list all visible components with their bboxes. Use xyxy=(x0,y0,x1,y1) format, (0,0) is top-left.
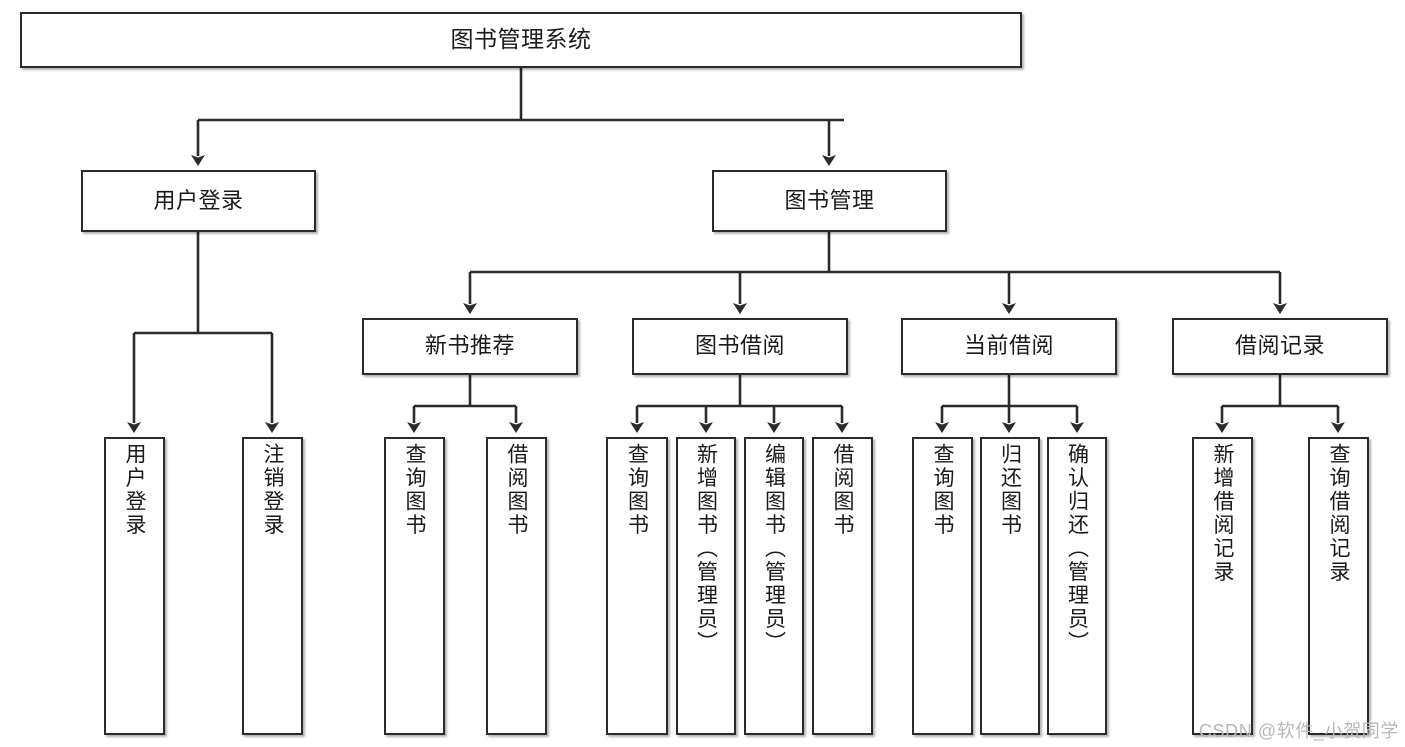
node-label: 编辑图书（管理员） xyxy=(762,443,786,655)
node-root-system[interactable]: 图书管理系统 xyxy=(20,12,1022,68)
leaf-new-book-borrow-book[interactable]: 借阅图书 xyxy=(486,437,547,735)
node-label: 归还图书 xyxy=(998,443,1022,537)
node-label: 借阅记录 xyxy=(1234,333,1325,359)
node-label: 借阅图书 xyxy=(505,443,528,537)
node-label: 新增图书（管理员） xyxy=(694,443,718,655)
leaf-current-query-book[interactable]: 查询图书 xyxy=(912,437,973,735)
leaf-new-book-query-book[interactable]: 查询图书 xyxy=(384,437,445,735)
node-label: 图书借阅 xyxy=(694,333,785,359)
leaf-current-return-book[interactable]: 归还图书 xyxy=(980,437,1040,735)
node-new-book-recommend[interactable]: 新书推荐 xyxy=(362,318,578,375)
node-borrow-record[interactable]: 借阅记录 xyxy=(1172,318,1388,375)
leaf-borrow-add-book-admin[interactable]: 新增图书（管理员） xyxy=(676,437,736,735)
leaf-current-confirm-return-admin[interactable]: 确认归还（管理员） xyxy=(1047,437,1107,735)
leaf-user-login[interactable]: 用户登录 xyxy=(104,437,165,735)
node-label: 图书管理 xyxy=(784,187,875,213)
node-label: 当前借阅 xyxy=(963,333,1054,359)
leaf-logout[interactable]: 注销登录 xyxy=(242,437,303,735)
node-label: 查询图书 xyxy=(931,443,954,537)
node-label: 新增借阅记录 xyxy=(1211,443,1234,584)
node-label: 用户登录 xyxy=(153,187,244,213)
leaf-record-query-record[interactable]: 查询借阅记录 xyxy=(1308,437,1369,735)
node-label: 新书推荐 xyxy=(424,333,515,359)
node-current-borrow[interactable]: 当前借阅 xyxy=(901,318,1117,375)
watermark: CSDN @软件_小贺同学 xyxy=(1198,721,1399,741)
node-book-management[interactable]: 图书管理 xyxy=(712,170,947,232)
node-book-borrow[interactable]: 图书借阅 xyxy=(632,318,848,375)
node-label: 查询图书 xyxy=(403,443,426,537)
node-label: 查询借阅记录 xyxy=(1327,443,1350,584)
node-label: 注销登录 xyxy=(261,443,284,537)
leaf-borrow-edit-book-admin[interactable]: 编辑图书（管理员） xyxy=(744,437,804,735)
node-label: 图书管理系统 xyxy=(450,26,592,53)
node-label: 查询图书 xyxy=(625,443,649,537)
leaf-borrow-query-book[interactable]: 查询图书 xyxy=(606,437,668,735)
leaf-record-add-record[interactable]: 新增借阅记录 xyxy=(1192,437,1253,735)
node-label: 确认归还（管理员） xyxy=(1065,443,1089,655)
node-user-login[interactable]: 用户登录 xyxy=(81,170,316,232)
leaf-borrow-borrow-book[interactable]: 借阅图书 xyxy=(812,437,873,735)
node-label: 用户登录 xyxy=(123,443,146,537)
node-label: 借阅图书 xyxy=(831,443,854,537)
